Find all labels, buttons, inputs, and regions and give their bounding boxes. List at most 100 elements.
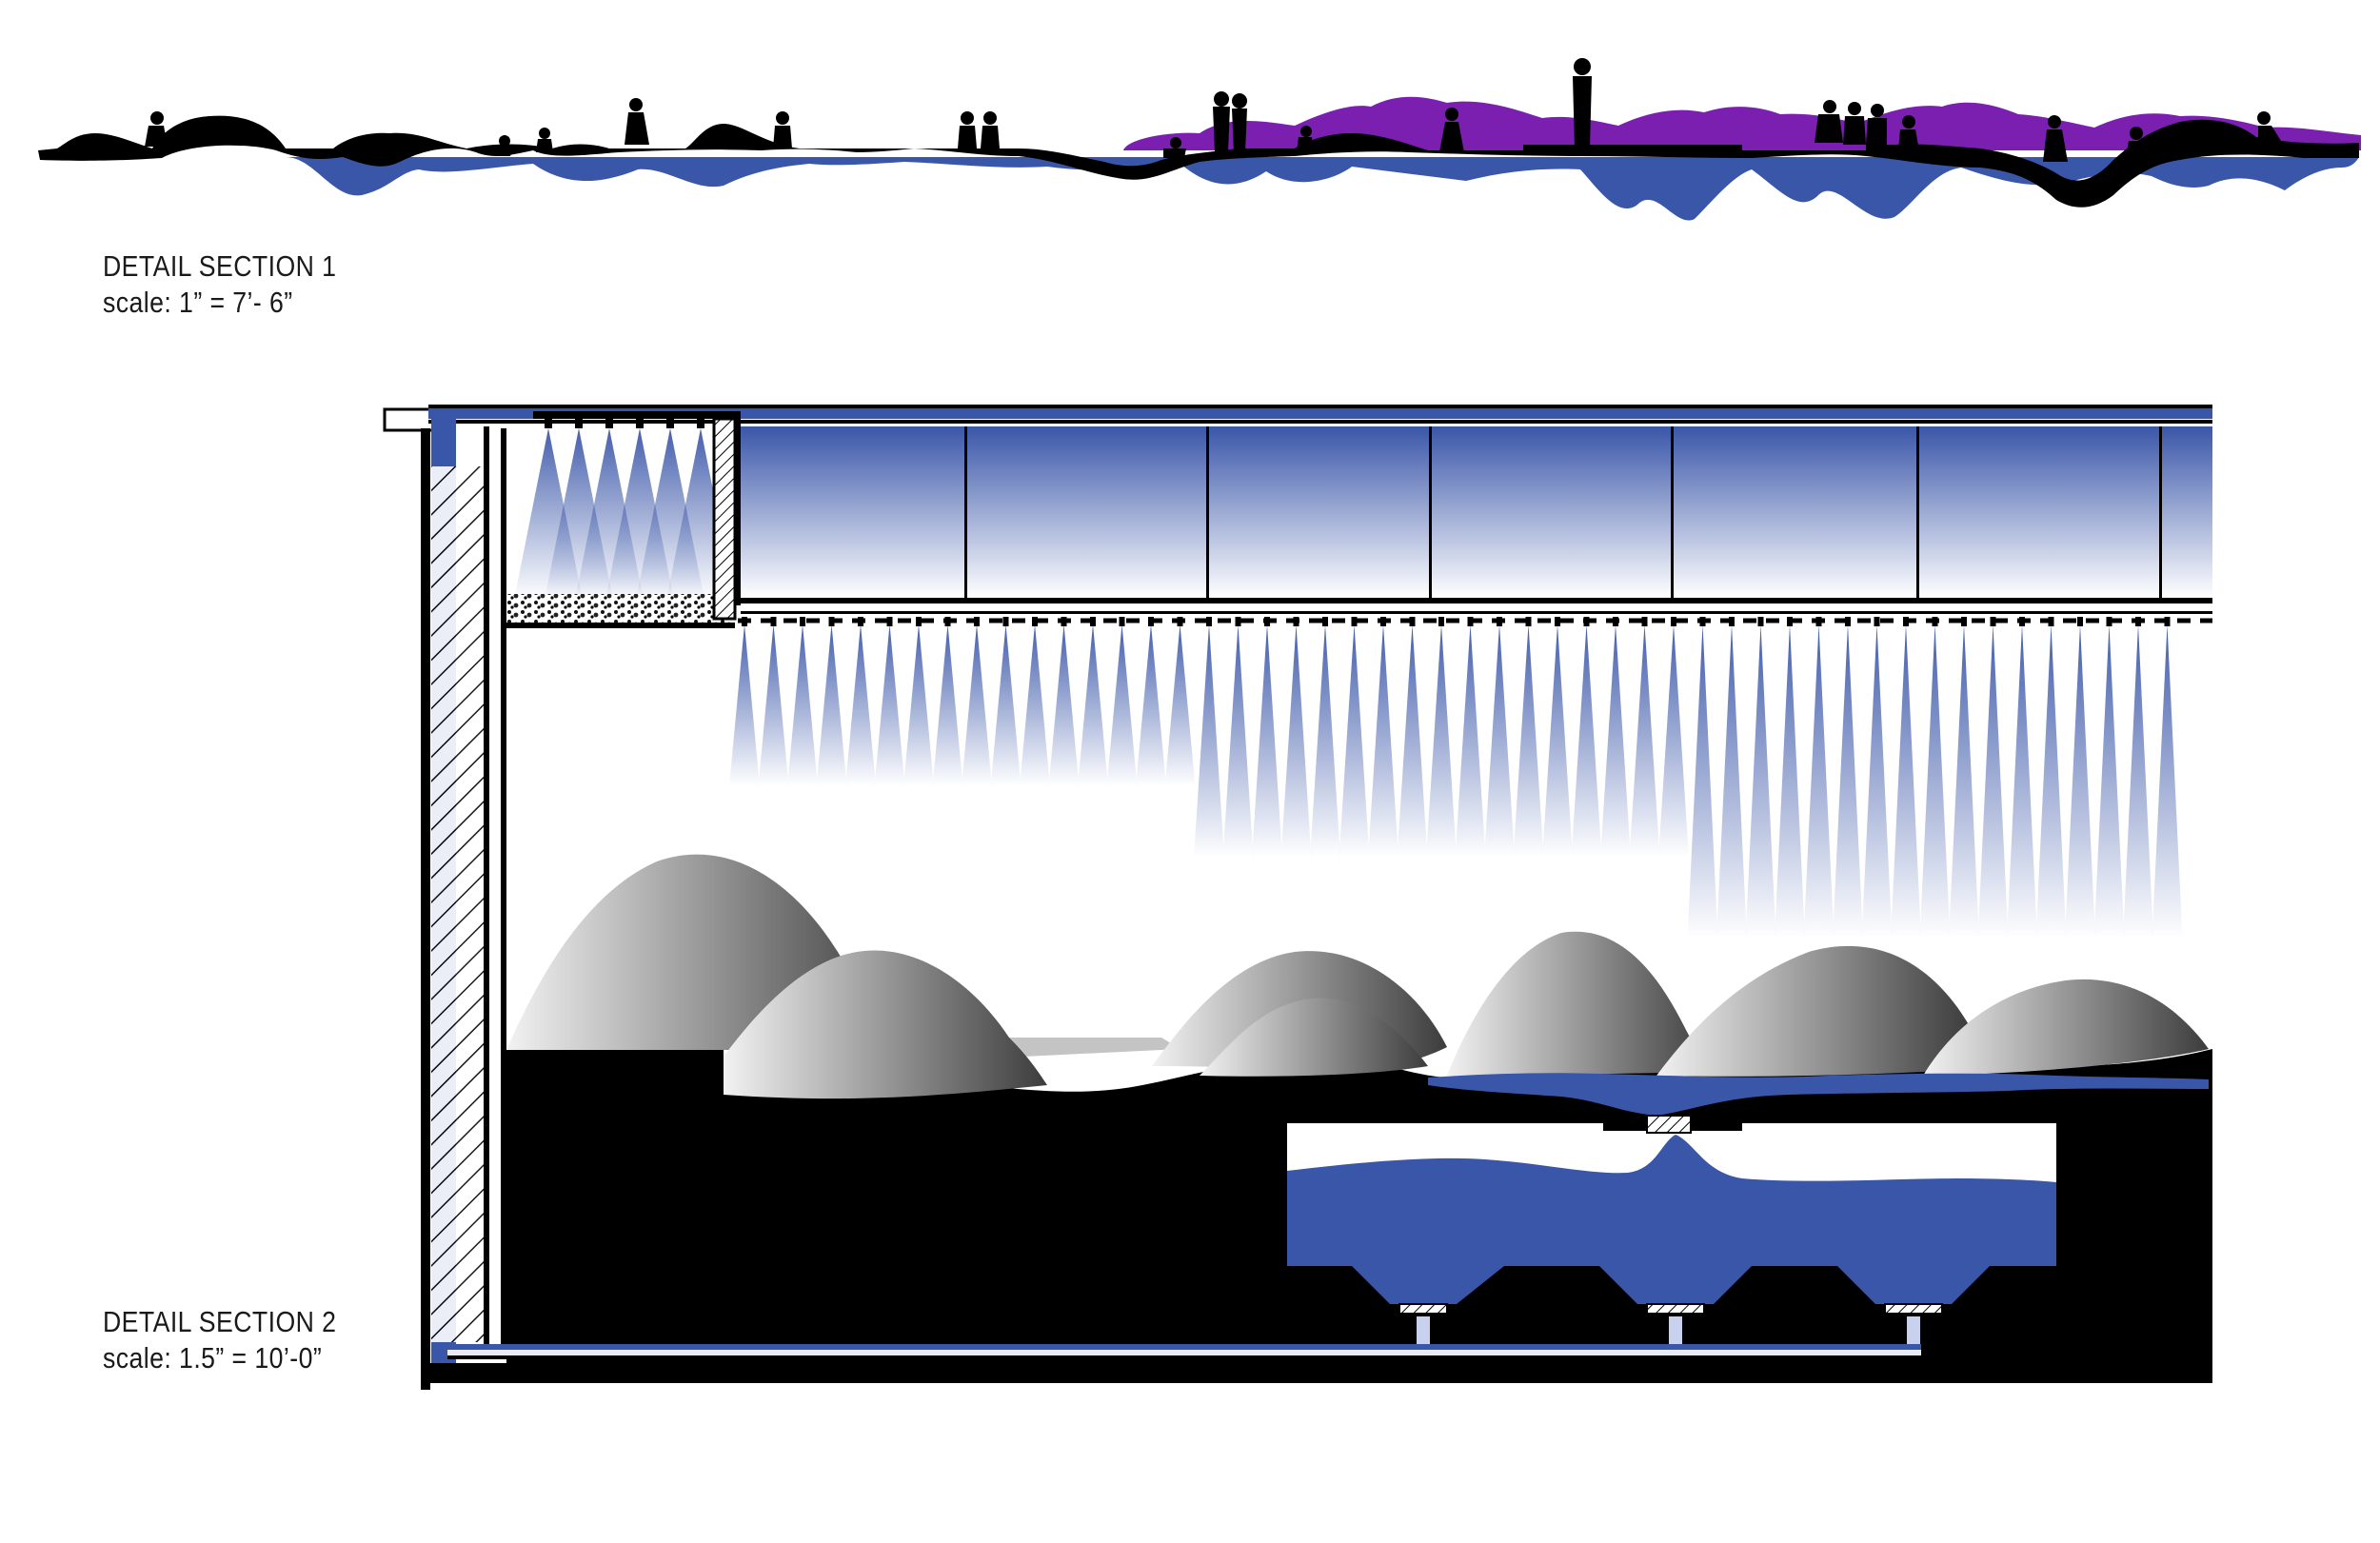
ceiling-panel-left-edge [735, 419, 741, 605]
mist-cone [2007, 624, 2037, 939]
mist-cone [1078, 624, 1108, 786]
mist-nozzle [800, 617, 805, 626]
mist-nozzle [2106, 617, 2112, 626]
mist-nozzle [1845, 617, 1851, 626]
mist-nozzle [1467, 617, 1474, 626]
ceiling-panel-dividers [964, 426, 2162, 598]
people-silhouettes [145, 58, 2281, 164]
mist-nozzle [1699, 617, 1706, 626]
reservoir-drain-hatch [1646, 1115, 1692, 1134]
mist-nozzle [1671, 617, 1676, 626]
mist-cone [1803, 624, 1835, 939]
mist-nozzle [2019, 617, 2025, 626]
mist-nozzle [1293, 617, 1299, 626]
mist-cone [1513, 624, 1544, 858]
mound [1200, 998, 1428, 1077]
mist-cone [1775, 624, 1805, 939]
mist-cone [1542, 624, 1573, 858]
detail-section-2-title: DETAIL SECTION 2 [103, 1305, 337, 1338]
mist-nozzle [1932, 617, 1938, 626]
mist-nozzle [1729, 617, 1735, 626]
ceiling-panel-bottom-gap [741, 603, 2212, 611]
person-silhouette [1163, 137, 1186, 158]
mound [1447, 931, 1714, 1076]
mist-cone [2152, 624, 2183, 939]
person-silhouette [773, 111, 792, 148]
mist-nozzle [742, 617, 747, 626]
person-silhouette [1439, 108, 1464, 152]
chamber-divider-hatch [712, 417, 737, 621]
mist-cone [1484, 624, 1515, 858]
mound-group [506, 854, 2209, 1099]
mist-cone [2065, 624, 2095, 939]
mist-cone [990, 624, 1021, 786]
person-silhouette [493, 135, 514, 156]
chamber-nozzles-small [545, 419, 704, 428]
left-wall-inner [484, 426, 489, 1350]
roof-slab-line-lower [428, 420, 2212, 424]
main-mist-cones [729, 617, 2183, 939]
mist-cone [1658, 624, 1689, 858]
mound [1923, 979, 2209, 1076]
mist-cone [1310, 624, 1340, 858]
mist-cone [932, 624, 963, 786]
bottom-liner-blue [447, 1344, 1921, 1354]
person-silhouette [536, 128, 553, 152]
mist-cone [1629, 624, 1660, 858]
mist-cone [729, 624, 760, 786]
mist-cone [1339, 624, 1370, 858]
mound [724, 950, 1047, 1099]
mist-nozzle [1757, 617, 1764, 626]
roof-slab-blue [428, 407, 2212, 419]
mist-cone [1571, 624, 1602, 858]
mist-cone [787, 624, 818, 786]
detail-section-2-scale: scale: 1.5” = 10’-0” [103, 1341, 323, 1375]
mist-cone [1977, 624, 2009, 939]
mist-cone [1164, 624, 1196, 786]
person-silhouette [1898, 115, 1919, 150]
mist-nozzle [2048, 617, 2054, 626]
mist-cone [1716, 624, 1747, 939]
person-silhouette [2125, 127, 2148, 164]
mist-cloud-band [17, 96, 2361, 150]
mist-chamber-top-bar [533, 411, 741, 419]
detail-section-1-scale: scale: 1” = 7’- 6” [103, 286, 293, 319]
mist-cone [1368, 624, 1398, 858]
person-silhouette [145, 111, 168, 147]
mist-nozzle [1815, 617, 1822, 626]
mist-nozzle [1206, 617, 1212, 626]
left-wall-inner-white [489, 428, 501, 1352]
chamber-mist-cones [514, 428, 735, 600]
water-below-ground [286, 157, 2359, 221]
left-wall-hatch [431, 466, 485, 1342]
mist-nozzle [1555, 617, 1560, 626]
mist-cone [1106, 624, 1138, 786]
mist-cone [1861, 624, 1893, 939]
mist-nozzle [1177, 617, 1183, 626]
mist-cone [2123, 624, 2153, 939]
mist-cone [845, 624, 876, 786]
mist-cone [1252, 624, 1282, 858]
mist-nozzle [770, 617, 777, 626]
person-silhouette [981, 111, 1000, 148]
mist-nozzle [1990, 617, 1996, 626]
mist-cone [1891, 624, 1921, 939]
mist-cone [1455, 624, 1486, 858]
mist-cone [2035, 624, 2067, 939]
mist-cone [903, 624, 934, 786]
chamber-floor [506, 623, 735, 628]
bottom-liner-edge [447, 1355, 1921, 1359]
mist-nozzle [828, 617, 835, 626]
mist-nozzle [1613, 617, 1618, 626]
mist-nozzle [1351, 617, 1358, 626]
mist-cone [1397, 624, 1428, 858]
mist-nozzle [1525, 617, 1532, 626]
mist-cone [1136, 624, 1166, 786]
mist-nozzle [1032, 617, 1038, 626]
ceiling-panel-bottom [735, 598, 2212, 603]
mound [1656, 945, 1971, 1077]
ground-gray-band [984, 1038, 1180, 1058]
person-silhouette [1573, 58, 1592, 148]
left-wall-liner [501, 428, 506, 1352]
mist-nozzle [1322, 617, 1328, 626]
